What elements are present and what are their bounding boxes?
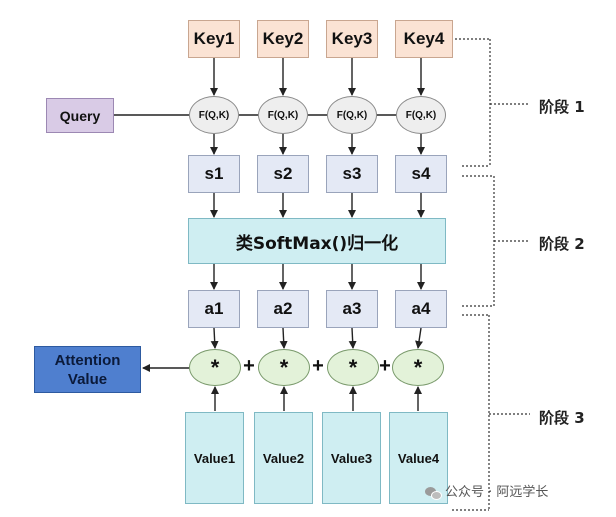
score-function-node: F(Q,K): [189, 96, 239, 134]
attention-weight-box: a4: [395, 290, 447, 328]
similarity-score-box: s2: [257, 155, 309, 193]
plus-sign: +: [379, 355, 391, 377]
similarity-score-box: s1: [188, 155, 240, 193]
attention-weight-box: a3: [326, 290, 378, 328]
plus-sign: +: [312, 355, 324, 377]
multiply-node: *: [392, 349, 444, 386]
key-box: Key1: [188, 20, 240, 58]
value-box: Value2: [254, 412, 313, 504]
attention-value-line: Attention: [54, 351, 121, 369]
watermark-text: 公众号 · 阿远学长: [445, 485, 549, 500]
query-box: Query: [46, 98, 114, 133]
value-box: Value4: [389, 412, 448, 504]
key-box: Key3: [326, 20, 378, 58]
value-box: Value1: [185, 412, 244, 504]
attention-value-line: Value: [67, 370, 108, 388]
weight-to-multiply-arrow: [279, 327, 288, 349]
weight-to-multiply-arrow: [415, 327, 423, 349]
wechat-icon: [425, 486, 442, 500]
multiply-node: *: [258, 349, 310, 386]
weight-to-multiply-arrow: [210, 327, 219, 349]
watermark: 公众号 · 阿远学长: [425, 481, 548, 500]
score-function-node: F(Q,K): [327, 96, 377, 134]
plus-sign: +: [243, 355, 255, 377]
attention-weight-box: a1: [188, 290, 240, 328]
stage-label: 阶段 2: [539, 235, 585, 253]
softmax-normalization-box: 类SoftMax()归一化: [188, 218, 446, 264]
score-function-node: F(Q,K): [396, 96, 446, 134]
stage-label: 阶段 3: [539, 409, 585, 427]
multiply-node: *: [189, 349, 241, 386]
weight-to-multiply-arrow: [348, 327, 357, 349]
similarity-score-box: s4: [395, 155, 447, 193]
key-box: Key4: [395, 20, 453, 58]
score-function-node: F(Q,K): [258, 96, 308, 134]
attention-value-box: Attention Value: [34, 346, 141, 393]
key-box: Key2: [257, 20, 309, 58]
similarity-score-box: s3: [326, 155, 378, 193]
attention-weight-box: a2: [257, 290, 309, 328]
value-box: Value3: [322, 412, 381, 504]
multiply-node: *: [327, 349, 379, 386]
stage-label: 阶段 1: [539, 98, 585, 116]
